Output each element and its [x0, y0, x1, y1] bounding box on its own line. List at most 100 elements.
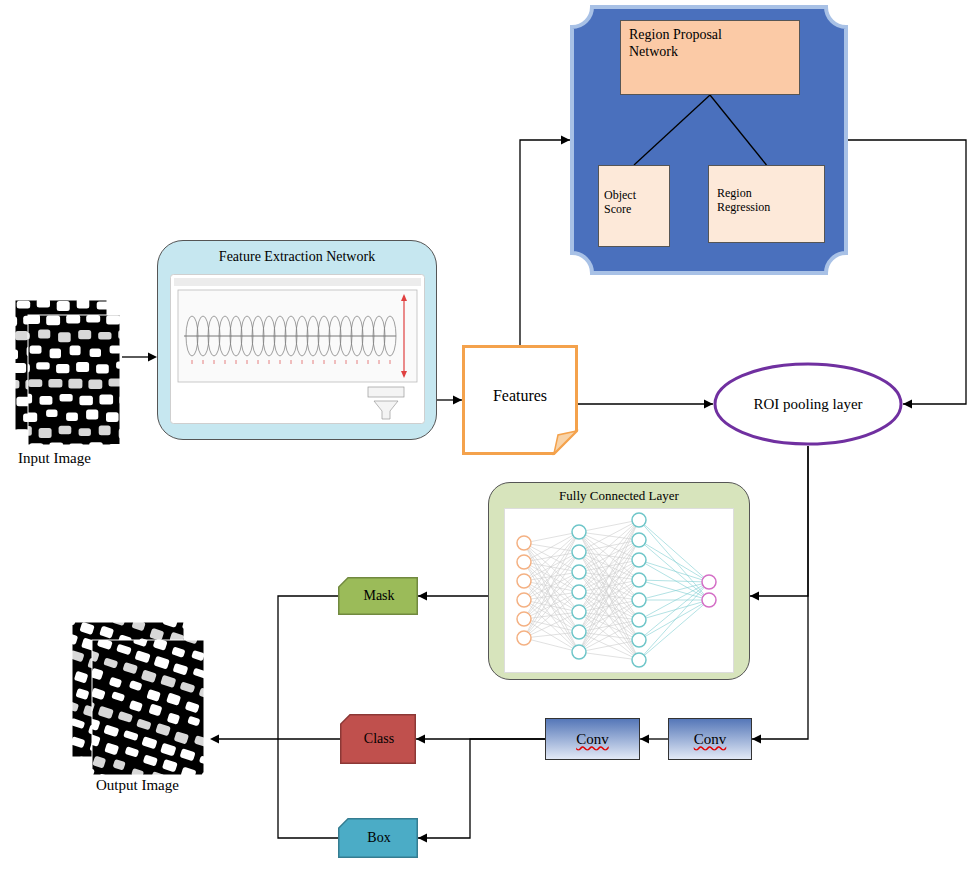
node-label: Class	[364, 731, 394, 748]
image-blob	[92, 688, 106, 701]
image-blob	[79, 622, 94, 635]
image-blob	[113, 759, 126, 771]
connector	[848, 140, 966, 409]
network-links	[524, 520, 709, 660]
neuron	[517, 574, 531, 588]
image-blob	[28, 379, 42, 387]
signal-loop	[351, 316, 363, 356]
process-box: Region Proposal Network	[620, 20, 800, 95]
arrowhead	[453, 396, 462, 405]
image-blob	[173, 663, 189, 676]
image-blob	[68, 379, 82, 389]
connector	[752, 446, 808, 744]
image-blob	[92, 756, 106, 769]
image-blob	[125, 746, 140, 757]
image-blob	[99, 426, 111, 436]
document-shape	[464, 347, 577, 454]
image-blob	[56, 364, 69, 373]
signal-loop	[241, 316, 253, 356]
image-blob	[48, 379, 62, 387]
network-link	[579, 520, 639, 552]
image-blob	[96, 364, 109, 373]
network-link	[524, 562, 579, 572]
image-blob	[136, 718, 151, 730]
image-blob	[180, 767, 196, 775]
neuron	[632, 553, 646, 567]
image-blob	[50, 349, 61, 359]
image-blob	[79, 428, 91, 436]
region-proposal-panel: Region Proposal NetworkObject ScoreRegio…	[570, 5, 848, 275]
image-blobs	[92, 640, 204, 775]
image-blob	[98, 706, 114, 720]
tick-mark	[357, 360, 358, 364]
network-link	[524, 632, 579, 638]
image-blob	[160, 675, 176, 688]
network-link	[579, 532, 639, 660]
image-blob	[103, 724, 119, 737]
image-blob	[72, 622, 77, 626]
image-blob	[160, 743, 176, 757]
image-blob	[38, 330, 50, 339]
network-link	[524, 532, 579, 619]
network-link	[524, 543, 579, 652]
image-blob	[118, 711, 134, 723]
output-arrow	[217, 738, 340, 739]
image-blob	[28, 394, 32, 404]
image-blob	[200, 772, 204, 775]
network-link	[579, 580, 639, 652]
image-blob	[111, 691, 125, 702]
signal-loop	[362, 316, 374, 356]
network-link	[524, 532, 579, 600]
signal-loop	[186, 316, 198, 356]
image-frame	[92, 640, 204, 775]
arrowhead	[418, 834, 427, 843]
network-link	[524, 532, 579, 638]
image-blob	[141, 736, 157, 749]
neuron	[572, 585, 586, 599]
chart-panel	[178, 290, 417, 382]
image-blob	[116, 644, 132, 655]
network-link	[579, 640, 639, 652]
tick-mark	[269, 360, 270, 364]
network-link	[579, 520, 639, 612]
image-blob	[180, 748, 196, 761]
signal-loop	[329, 316, 341, 356]
neuron	[517, 612, 531, 626]
signal-loop	[263, 316, 275, 356]
image-blob	[155, 723, 171, 736]
image-blob-grid	[28, 315, 120, 445]
network-link	[579, 620, 639, 652]
signal-loop	[296, 316, 308, 356]
image-blob	[109, 378, 121, 386]
image-blob	[36, 362, 50, 369]
network-link	[639, 582, 709, 620]
signal-loop	[285, 316, 297, 356]
signal-loop	[219, 316, 231, 356]
neuron	[702, 575, 716, 589]
image-blob	[104, 742, 119, 755]
image-blob	[199, 755, 204, 766]
signal-loop	[340, 316, 352, 356]
output-tag: Mask	[338, 577, 418, 615]
image-blob-grid	[72, 622, 184, 757]
output-box: Object Score	[598, 165, 670, 247]
network-link	[579, 520, 639, 652]
network-link	[524, 592, 579, 638]
neuron	[572, 605, 586, 619]
image-blob	[99, 626, 114, 639]
tag-shape	[339, 578, 418, 615]
image-blob	[143, 754, 158, 766]
signal-loop	[274, 316, 286, 356]
connector-line	[752, 446, 808, 739]
node-label: ROI pooling layer	[753, 395, 862, 413]
image-blob	[97, 640, 113, 650]
image-blob	[123, 730, 139, 741]
image-blob	[15, 363, 26, 373]
neuron	[632, 613, 646, 627]
signal-loop	[208, 316, 220, 356]
image-blob	[37, 300, 50, 307]
connector	[437, 396, 462, 405]
image-blob	[187, 716, 200, 727]
